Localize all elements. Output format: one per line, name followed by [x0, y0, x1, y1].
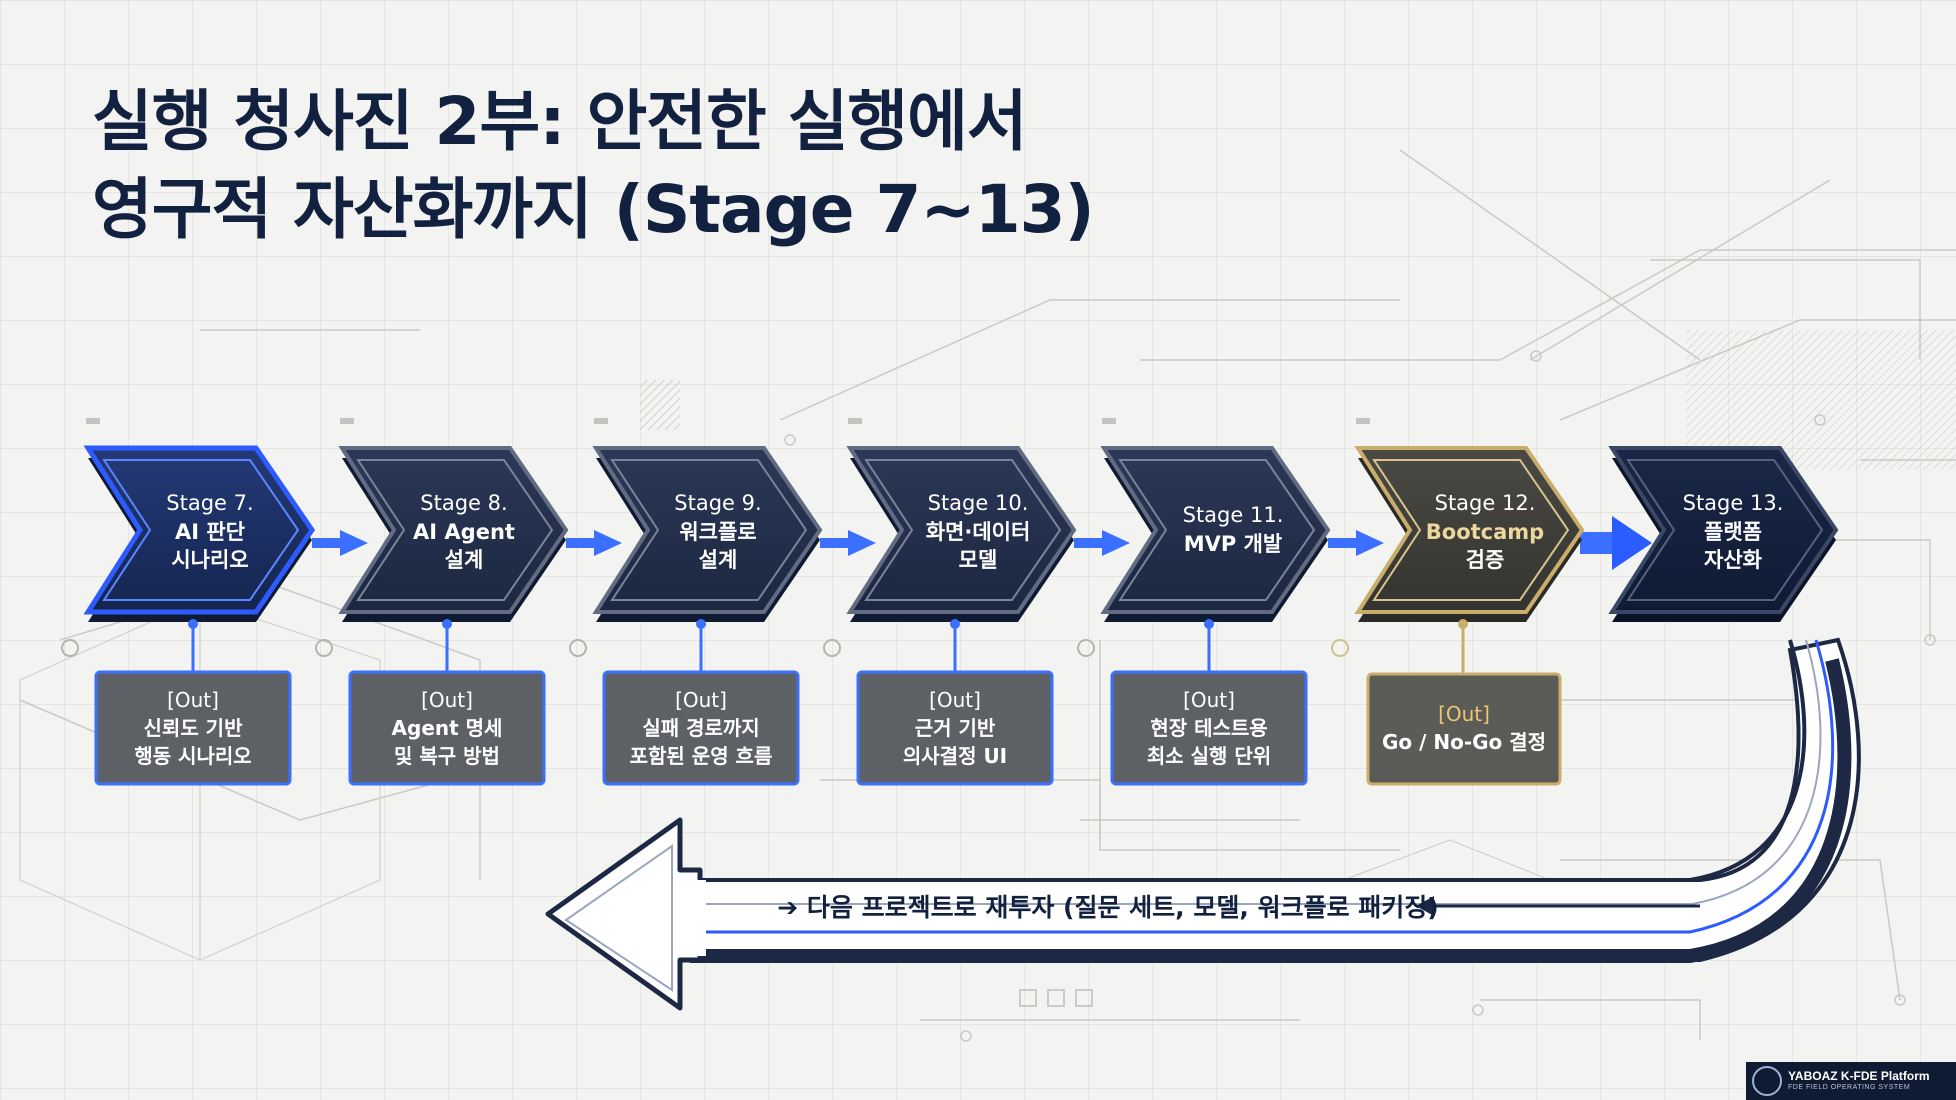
stage-8-output: [Out] Agent 명세 및 복구 방법 [391, 688, 503, 768]
page-title: 실행 청사진 2부: 안전한 실행에서 영구적 자산화까지 (Stage 7~1… [92, 78, 1095, 254]
stage-12-chevron [1354, 446, 1585, 614]
stage-7-label: Stage 7. AI 판단 시나리오 [166, 491, 254, 572]
stage-11-chevron [1100, 446, 1331, 614]
stage-8-chevron [338, 446, 569, 614]
stage-12-label: Stage 12. Bootcamp 검증 [1425, 491, 1545, 572]
stage-11-output: [Out] 현장 테스트용 최소 실행 단위 [1146, 688, 1272, 768]
feedback-loop-label: ➔ 다음 프로젝트로 재투자 (질문 세트, 모델, 워크플로 패키징) [777, 893, 1439, 922]
stage-9-label: Stage 9. 워크플로 설계 [674, 491, 762, 572]
brand-tagline: FDE FIELD OPERATING SYSTEM [1788, 1084, 1911, 1091]
title-line-1: 실행 청사진 2부: 안전한 실행에서 [92, 83, 1028, 160]
stage-10-output-box [856, 670, 1054, 786]
stage-7-output-box [94, 670, 292, 786]
stage-9-chevron [592, 446, 823, 614]
brand-badge: YABOAZ K-FDE Platform FDE FIELD OPERATIN… [1746, 1062, 1956, 1100]
stage-13-label: Stage 13. 플랫폼 자산화 [1682, 491, 1784, 572]
stage-13-chevron [1608, 446, 1839, 614]
stage-8-label: Stage 8. AI Agent 설계 [413, 491, 515, 572]
title-line-2: 영구적 자산화까지 (Stage 7~13) [92, 171, 1095, 248]
stage-11-output-box [1110, 670, 1308, 786]
stage-12-output-box [1366, 672, 1562, 786]
stage-7-output: [Out] 신뢰도 기반 행동 시나리오 [134, 688, 252, 768]
stage-11-label: Stage 11. MVP 개발 [1182, 503, 1284, 556]
brand-logo-icon [1752, 1066, 1782, 1096]
stage-9-output: [Out] 실패 경로까지 포함된 운영 흐름 [629, 688, 773, 768]
stage-10-chevron [846, 446, 1077, 614]
stage-9-output-box [602, 670, 800, 786]
brand-name: YABOAZ K-FDE Platform [1788, 1069, 1930, 1083]
stage-12-output: [Out] Go / No-Go 결정 [1381, 702, 1547, 754]
stage-8-output-box [348, 670, 546, 786]
stage-10-output: [Out] 근거 기반 의사결정 UI [902, 688, 1008, 768]
stage-10-label: Stage 10. 화면·데이터 모델 [925, 491, 1031, 572]
